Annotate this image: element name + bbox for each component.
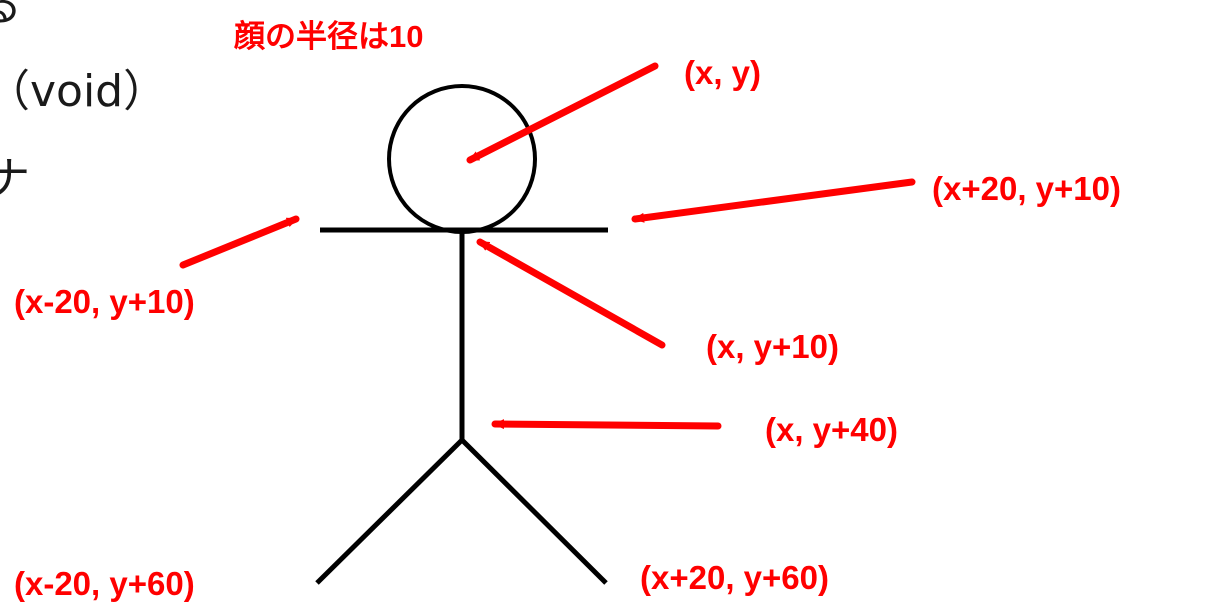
arrow-neck bbox=[476, 238, 666, 349]
arrow-arm-left bbox=[179, 215, 300, 269]
arm-right-label: (x+20, y+10) bbox=[932, 170, 1121, 207]
face-radius-label: 顔の半径は10 bbox=[234, 19, 424, 54]
stick-figure bbox=[315, 84, 608, 585]
slide-text-line-1: る bbox=[0, 0, 22, 28]
neck-label: (x, y+10) bbox=[706, 328, 839, 365]
annotation-arrows bbox=[179, 62, 916, 430]
arrow-hip bbox=[491, 419, 722, 430]
slide-text-line-3: ナ bbox=[0, 153, 30, 204]
arm-left-label: (x-20, y+10) bbox=[14, 283, 195, 320]
left-leg-line bbox=[315, 438, 464, 585]
arrow-arm-right bbox=[631, 178, 916, 223]
leg-left-label: (x-20, y+60) bbox=[14, 565, 195, 602]
slide-text-line-2: （void） bbox=[0, 66, 168, 117]
head-circle bbox=[387, 84, 537, 234]
arrow-head-center bbox=[466, 62, 659, 164]
leg-right-label: (x+20, y+60) bbox=[640, 559, 829, 596]
hip-label: (x, y+40) bbox=[765, 411, 898, 448]
right-leg-line bbox=[460, 438, 608, 585]
head-center-label: (x, y) bbox=[684, 54, 762, 91]
